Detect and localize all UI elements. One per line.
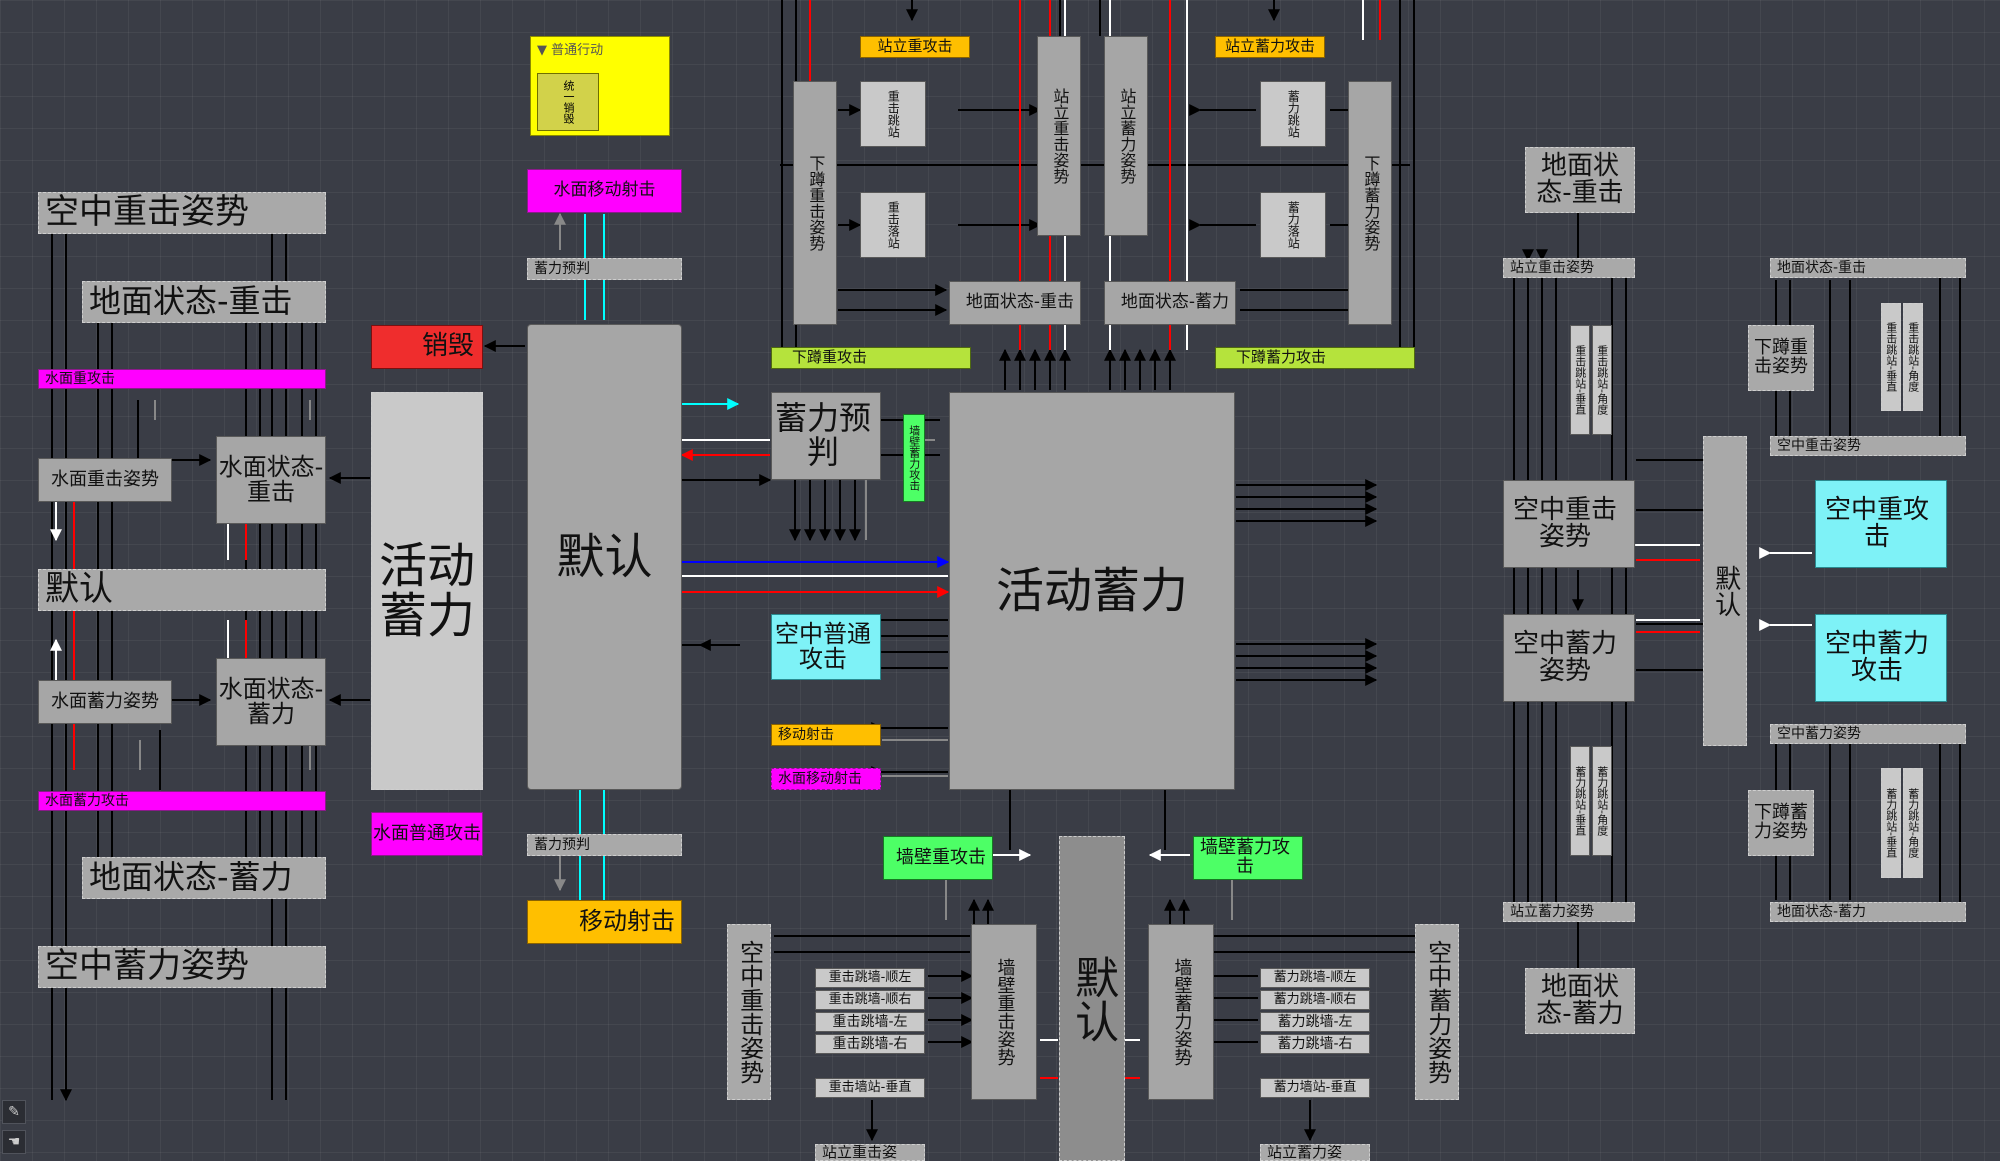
- node-stand-heavy-pose-bottom[interactable]: 站立重击姿: [815, 1144, 925, 1161]
- node-ground-heavy-far[interactable]: 地面状态-重击: [1770, 258, 1966, 278]
- node-water-heavy-pose[interactable]: 水面重击姿势: [38, 458, 172, 502]
- node-air-charge-pose-left[interactable]: 空中蓄力姿势: [38, 946, 326, 988]
- node-move-shoot[interactable]: 移动射击: [527, 900, 682, 944]
- node-default-bottom[interactable]: 默认: [1059, 836, 1125, 1161]
- node-wall-charge-attack[interactable]: 墙壁蓄力攻击: [1193, 836, 1303, 880]
- node-charge-wall-stand-vertical[interactable]: 蓄力墙站-垂直: [1260, 1078, 1370, 1098]
- node-stand-charge-pose-right[interactable]: 站立蓄力姿势: [1503, 902, 1635, 922]
- node-air-charge-jump-angle[interactable]: 蓄力跳站-角度: [1903, 768, 1923, 878]
- node-stand-charge-pose-bottom[interactable]: 站立蓄力姿: [1260, 1144, 1370, 1161]
- node-default-main[interactable]: 默认: [527, 324, 682, 790]
- node-air-heavy-jump-vertical[interactable]: 重击跳站-垂直: [1881, 303, 1901, 411]
- node-wall-charge-pose[interactable]: 墙壁蓄力姿势: [1148, 924, 1214, 1100]
- node-charge-jump-wall-down-right[interactable]: 蓄力跳墙-顺右: [1260, 990, 1370, 1010]
- node-water-move-shoot-small[interactable]: 水面移动射击: [771, 768, 881, 790]
- node-stand-heavy-pose[interactable]: 站立重击姿势: [1037, 36, 1081, 236]
- node-air-heavy-jump-angle[interactable]: 重击跳站-角度: [1903, 303, 1923, 411]
- node-air-heavy-pose-right[interactable]: 空中重击姿势: [1503, 480, 1635, 568]
- node-air-heavy-pose-vertical[interactable]: 空中重击姿势: [727, 924, 771, 1100]
- node-charge-jump-wall-left[interactable]: 蓄力跳墙-左: [1260, 1012, 1370, 1032]
- node-stand-charge-attack[interactable]: 站立蓄力攻击: [1215, 36, 1325, 58]
- node-move-shoot-small[interactable]: 移动射击: [771, 724, 881, 746]
- node-heavy-wall-stand-vertical[interactable]: 重击墙站-垂直: [815, 1078, 925, 1098]
- node-air-heavy-attack[interactable]: 空中重攻击: [1815, 480, 1947, 568]
- node-charge-jump-wall-down-left[interactable]: 蓄力跳墙-顺左: [1260, 968, 1370, 988]
- node-ground-heavy-left[interactable]: 地面状态-重击: [82, 281, 326, 323]
- node-crouch-heavy-attack[interactable]: 下蹲重攻击: [771, 347, 971, 369]
- node-air-normal-attack[interactable]: 空中普通攻击: [771, 614, 881, 680]
- node-wall-charge-attack-vertical[interactable]: 墙壁蓄力攻击: [903, 414, 925, 502]
- node-charge-predict-top[interactable]: 蓄力预判: [527, 258, 682, 280]
- node-stand-heavy-attack[interactable]: 站立重攻击: [860, 36, 970, 58]
- node-ground-heavy-right[interactable]: 地面状态-重击: [1525, 147, 1635, 213]
- node-active-charge-tall[interactable]: 活动蓄力: [371, 392, 483, 790]
- node-stand-heavy-pose-right[interactable]: 站立重击姿势: [1503, 258, 1635, 278]
- node-charge-jump-stand-angle[interactable]: 蓄力跳站-角度: [1592, 746, 1612, 856]
- node-charge-predict-bottom[interactable]: 蓄力预判: [527, 834, 682, 856]
- node-ground-charge-left[interactable]: 地面状态-蓄力: [82, 857, 326, 899]
- node-default-right[interactable]: 默认: [1703, 436, 1747, 746]
- node-water-charge-pose[interactable]: 水面蓄力姿势: [38, 680, 172, 724]
- node-heavy-jump-wall-left[interactable]: 重击跳墙-左: [815, 1012, 925, 1032]
- node-water-move-shoot[interactable]: 水面移动射击: [527, 169, 682, 213]
- node-charge-land-stand[interactable]: 蓄力落站: [1260, 192, 1326, 258]
- node-water-state-charge[interactable]: 水面状态-蓄力: [216, 658, 326, 746]
- node-crouch-heavy-pose-right[interactable]: 下蹲重击姿势: [1748, 325, 1814, 391]
- node-heavy-jump-stand-angle[interactable]: 重击跳站-角度: [1592, 325, 1612, 435]
- node-charge-predict-mid[interactable]: 蓄力预判: [771, 392, 881, 480]
- node-crouch-heavy-pose[interactable]: 下蹲重击姿势: [793, 81, 837, 325]
- node-ground-charge-far[interactable]: 地面状态-蓄力: [1770, 902, 1966, 922]
- pan-hand-icon[interactable]: ☚: [2, 1130, 26, 1154]
- node-crouch-charge-attack[interactable]: 下蹲蓄力攻击: [1215, 347, 1415, 369]
- node-heavy-land-stand[interactable]: 重击落站: [860, 192, 926, 258]
- node-water-charge-attack[interactable]: 水面蓄力攻击: [38, 791, 326, 811]
- node-heavy-jump-stand[interactable]: 重击跳站: [860, 81, 926, 147]
- node-water-normal-attack[interactable]: 水面普通攻击: [371, 812, 483, 856]
- node-ground-charge-right[interactable]: 地面状态-蓄力: [1525, 968, 1635, 1034]
- collapsed-group-normal-action[interactable]: ▼ 普通行动 统一销毁: [530, 36, 670, 136]
- collapsed-group-header[interactable]: ▼ 普通行动: [537, 43, 604, 58]
- node-ground-heavy-mid[interactable]: 地面状态-重击: [949, 281, 1081, 325]
- node-water-state-heavy[interactable]: 水面状态-重击: [216, 436, 326, 524]
- node-default-left[interactable]: 默认: [38, 569, 326, 611]
- node-air-charge-pose-right[interactable]: 空中蓄力姿势: [1503, 614, 1635, 702]
- node-air-charge-pose-vertical[interactable]: 空中蓄力姿势: [1415, 924, 1459, 1100]
- node-crouch-charge-pose-right[interactable]: 下蹲蓄力姿势: [1748, 790, 1814, 856]
- node-air-charge-jump-vertical[interactable]: 蓄力跳站-垂直: [1881, 768, 1901, 878]
- node-crouch-charge-pose[interactable]: 下蹲蓄力姿势: [1348, 81, 1392, 325]
- node-charge-jump-wall-right[interactable]: 蓄力跳墙-右: [1260, 1034, 1370, 1054]
- node-ground-charge-mid[interactable]: 地面状态-蓄力: [1104, 281, 1236, 325]
- node-heavy-jump-wall-down-right[interactable]: 重击跳墙-顺右: [815, 990, 925, 1010]
- node-air-heavy-pose-left[interactable]: 空中重击姿势: [38, 192, 326, 234]
- node-water-heavy-attack[interactable]: 水面重攻击: [38, 369, 326, 389]
- node-active-charge-big[interactable]: 活动蓄力: [949, 392, 1235, 790]
- node-wall-heavy-pose[interactable]: 墙壁重击姿势: [971, 924, 1037, 1100]
- node-air-heavy-pose-far[interactable]: 空中重击姿势: [1770, 436, 1966, 456]
- pin-tool-icon[interactable]: ✎: [2, 1100, 26, 1124]
- node-destroy[interactable]: 销毁: [371, 325, 483, 369]
- node-stand-charge-pose[interactable]: 站立蓄力姿势: [1104, 36, 1148, 236]
- node-heavy-jump-stand-vertical[interactable]: 重击跳站-垂直: [1570, 325, 1590, 435]
- node-wall-heavy-attack[interactable]: 墙壁重攻击: [883, 836, 993, 880]
- node-heavy-jump-wall-right[interactable]: 重击跳墙-右: [815, 1034, 925, 1054]
- collapsed-group-inner-node[interactable]: 统一销毁: [537, 73, 599, 131]
- node-charge-jump-stand-vertical[interactable]: 蓄力跳站-垂直: [1570, 746, 1590, 856]
- node-air-charge-pose-far[interactable]: 空中蓄力姿势: [1770, 724, 1966, 744]
- node-charge-jump-stand[interactable]: 蓄力跳站: [1260, 81, 1326, 147]
- node-air-charge-attack[interactable]: 空中蓄力攻击: [1815, 614, 1947, 702]
- node-heavy-jump-wall-down-left[interactable]: 重击跳墙-顺左: [815, 968, 925, 988]
